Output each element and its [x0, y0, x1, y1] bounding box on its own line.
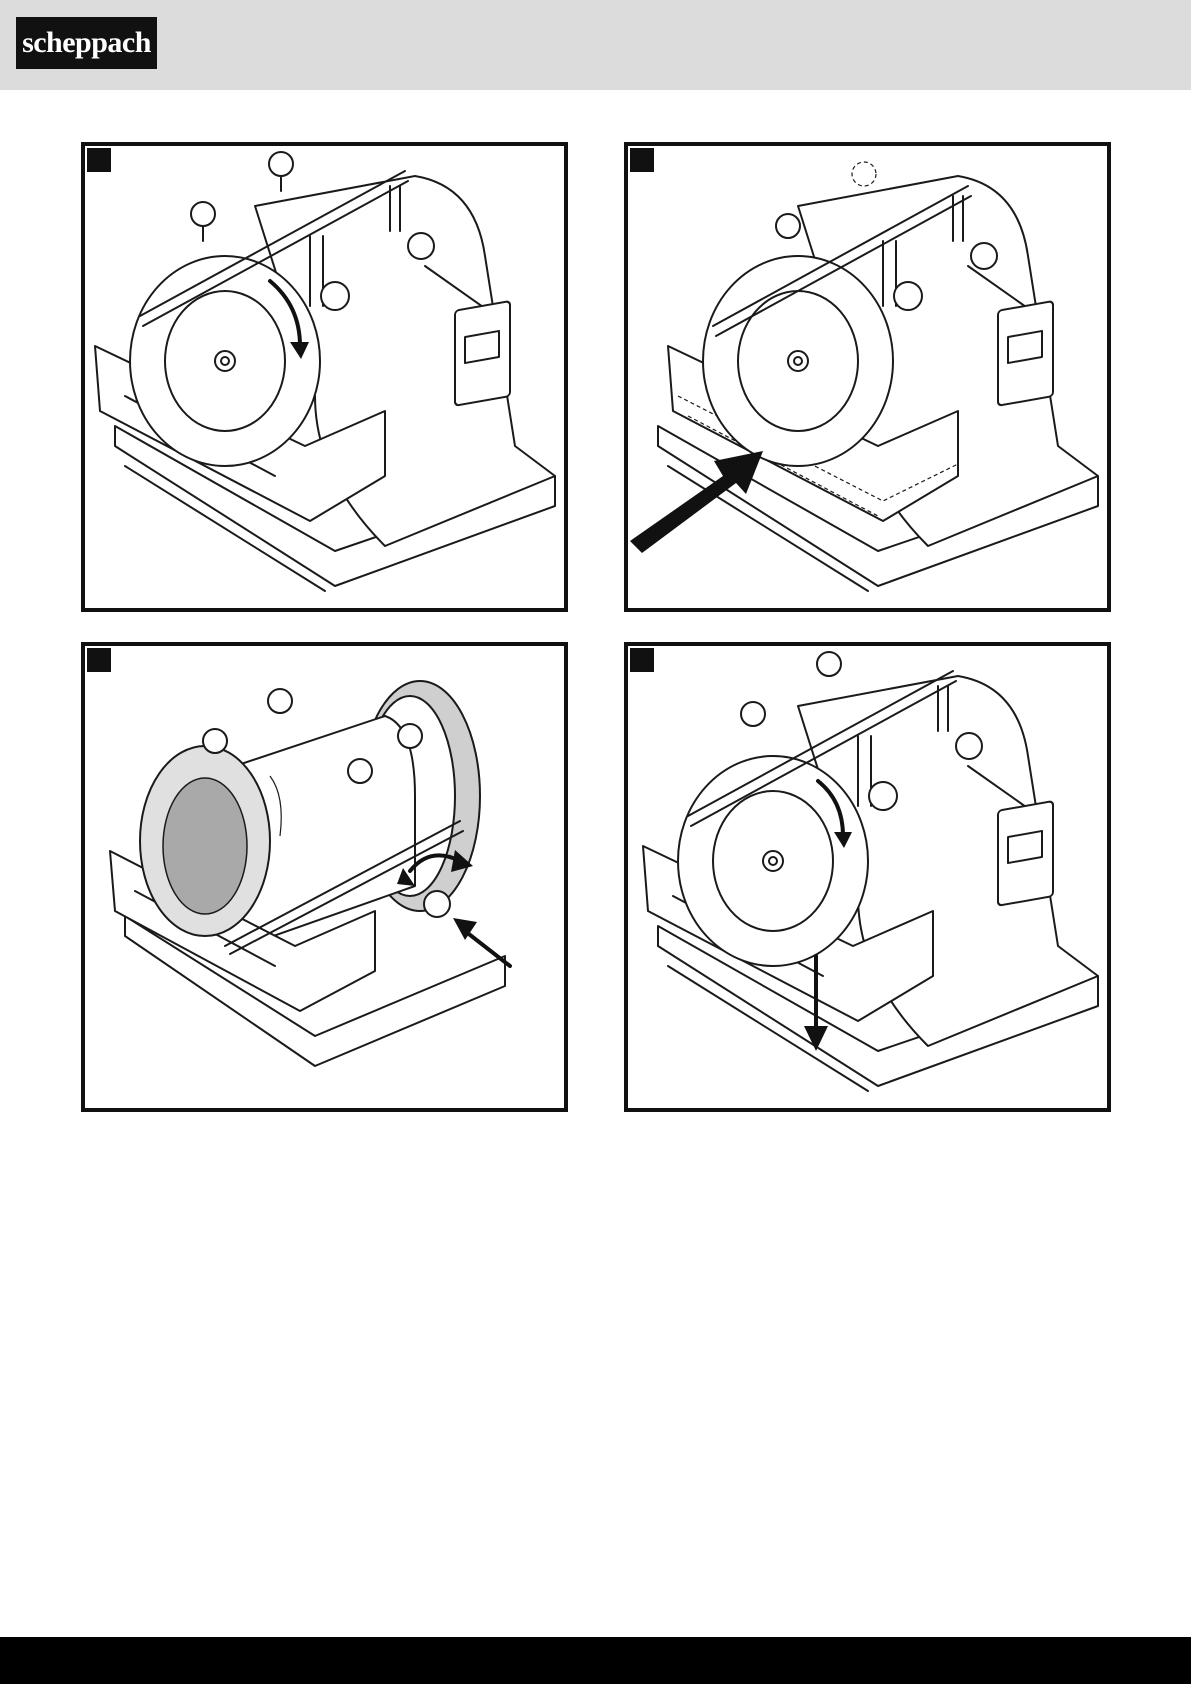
header-band: scheppach — [0, 0, 1191, 90]
figure-3-illustration — [85, 646, 564, 1108]
figure-3-panel — [81, 642, 568, 1112]
figure-2-illustration — [628, 146, 1107, 608]
figure-1-illustration — [85, 146, 564, 608]
brand-logo: scheppach — [16, 17, 157, 69]
figure-1-panel — [81, 142, 568, 612]
figure-2-panel — [624, 142, 1111, 612]
figure-4-illustration — [628, 646, 1107, 1108]
footer-band — [0, 1637, 1191, 1684]
figure-4-panel — [624, 642, 1111, 1112]
